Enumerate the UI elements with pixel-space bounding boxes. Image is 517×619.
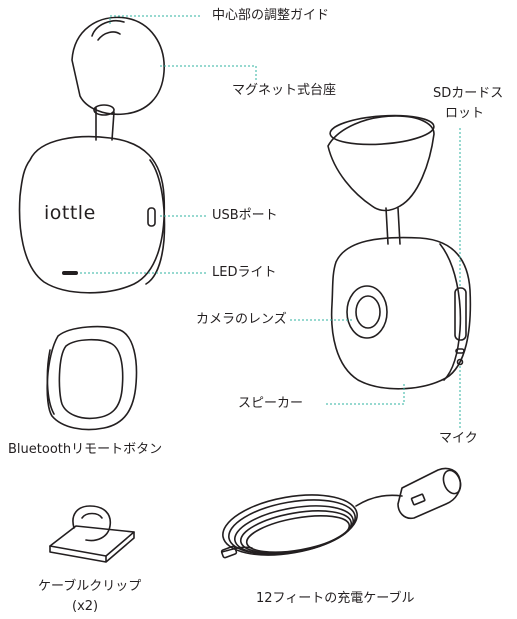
led-light-label: LEDライト: [212, 265, 277, 280]
cable-clip: [49, 505, 135, 563]
cable-to-adapter: [355, 494, 403, 507]
lens-inner: [355, 295, 381, 329]
leader-speaker: [326, 382, 405, 405]
clip-loop-inner: [81, 512, 103, 519]
mic-label: マイク: [439, 431, 478, 446]
mount-top-edge: [91, 20, 125, 37]
sd-card-slot-label-line2: ロット: [445, 106, 485, 121]
charging-cable: [220, 467, 462, 559]
adapter-usb-port: [410, 493, 426, 506]
car-adapter-shape: [397, 467, 462, 520]
leader-center-guide: [109, 15, 202, 24]
sd-card-slot-label-line1: SDカードス: [433, 86, 504, 101]
camera-lens-label: カメラのレンズ: [196, 312, 287, 327]
clip-base-edge: [49, 531, 135, 563]
leader-lines: [80, 15, 461, 428]
mic-hole: [456, 358, 464, 366]
led-light-shape: [62, 271, 78, 275]
sd-slot-shape: [454, 287, 467, 341]
remote-button-face: [58, 338, 124, 420]
neck-joint: [93, 104, 115, 116]
center-adjust-guide-label: 中心部の調整ガイド: [212, 8, 330, 23]
remote-side-edge: [46, 349, 55, 415]
adapter-tip: [442, 469, 462, 495]
camera-body: [18, 135, 166, 294]
cable-clip-label-line1: ケーブルクリップ: [38, 579, 142, 594]
side-camera: [327, 114, 472, 390]
usb-port-shape: [147, 207, 156, 227]
brand-logo: iottle: [44, 202, 96, 224]
usb-port-label: USBポート: [212, 208, 278, 223]
magnetic-mount-label: マグネット式台座: [232, 83, 337, 98]
side-mount-shape: [327, 115, 435, 212]
clip-loop: [72, 505, 112, 542]
center-guide-mark: [97, 31, 121, 41]
magnetic-mount-shape: [71, 16, 165, 116]
side-body-edge: [439, 243, 462, 381]
side-button: [455, 348, 465, 354]
bluetooth-remote: [46, 325, 138, 431]
remote-body-shape: [46, 325, 138, 431]
bluetooth-remote-label: Bluetoothリモートボタン: [8, 442, 163, 457]
body-side-edge: [145, 159, 166, 285]
usb-c-plug: [220, 545, 238, 559]
lens-outer: [346, 285, 388, 339]
front-camera: [18, 16, 166, 294]
leader-magnetic-mount: [160, 65, 257, 80]
cable-tail: [221, 546, 253, 553]
charging-cable-label: 12フィートの充電ケーブル: [256, 591, 415, 606]
side-mount-top: [329, 114, 435, 146]
speaker-label: スピーカー: [238, 396, 304, 411]
cable-clip-label-line2: (x2): [72, 599, 99, 614]
